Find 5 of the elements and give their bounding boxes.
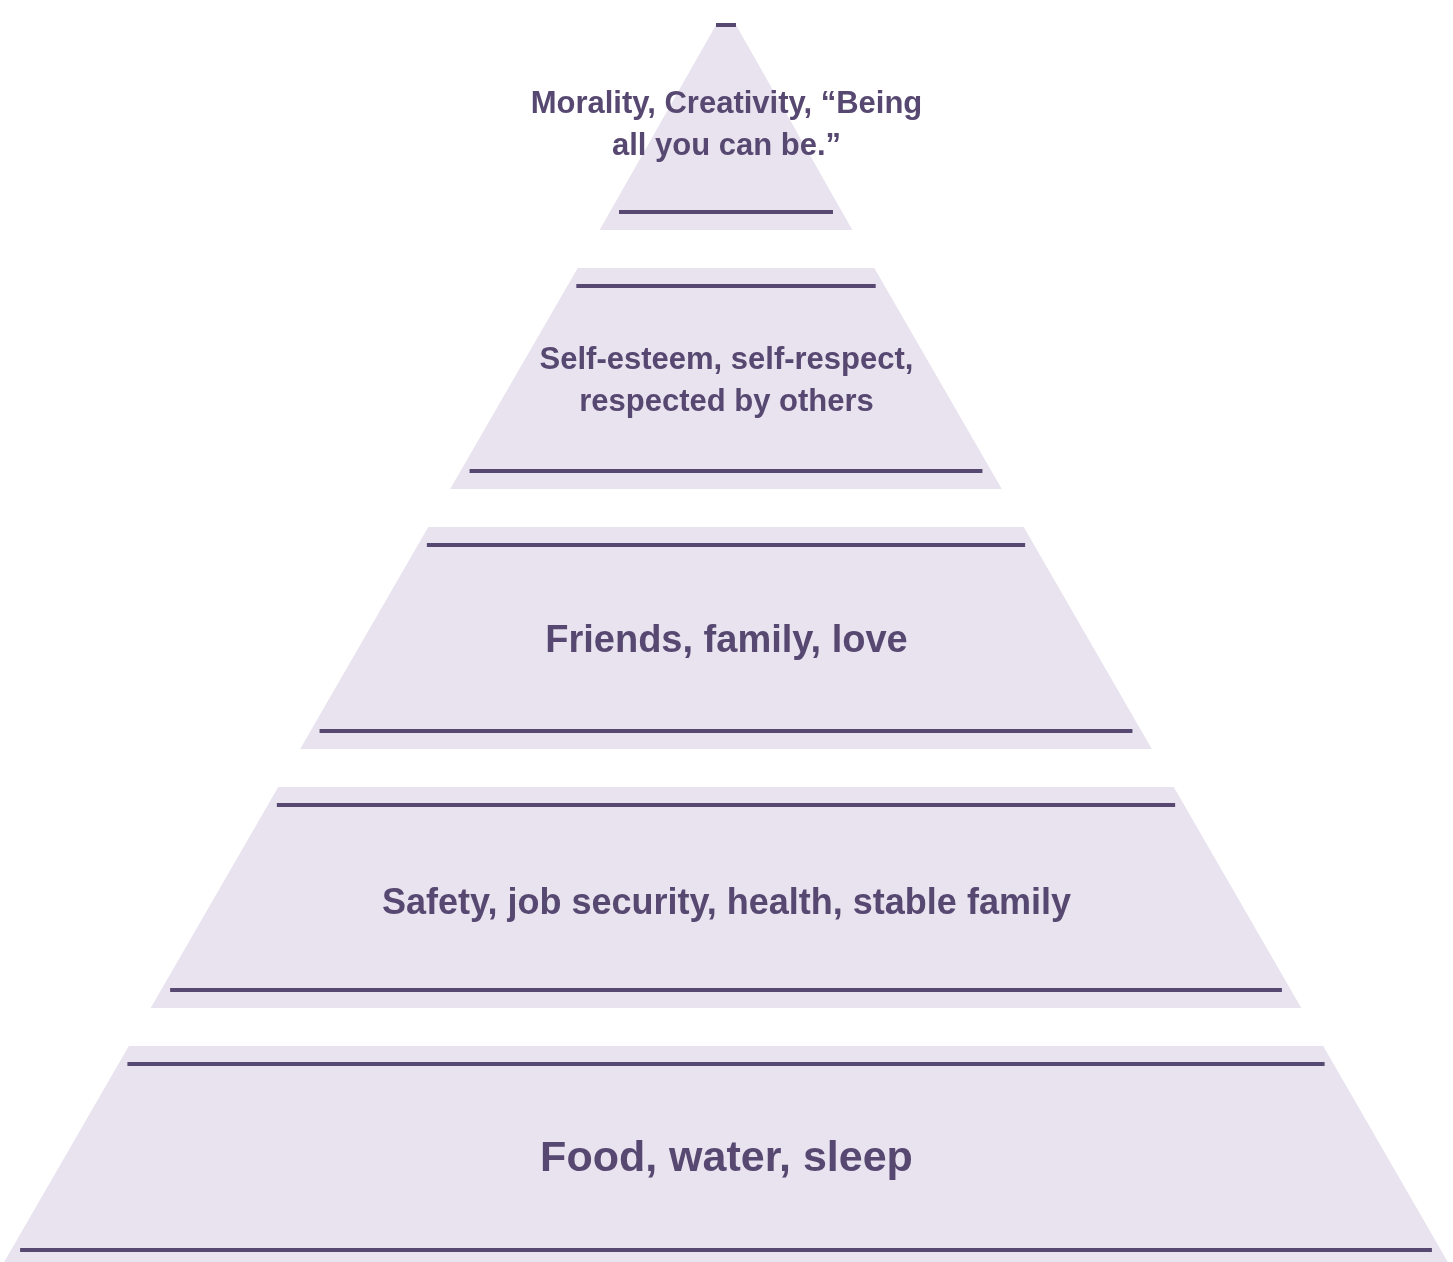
tier-label: Friends, family, love — [544, 617, 909, 663]
tier-label: Safety, job security, health, stable family — [381, 879, 1072, 924]
tier-label: Food, water, sleep — [539, 1130, 914, 1182]
tier-label: Self-esteem, self-respect, respected by others — [538, 339, 915, 420]
tier-label: Morality, Creativity, “Being all you can be.” — [529, 83, 924, 164]
